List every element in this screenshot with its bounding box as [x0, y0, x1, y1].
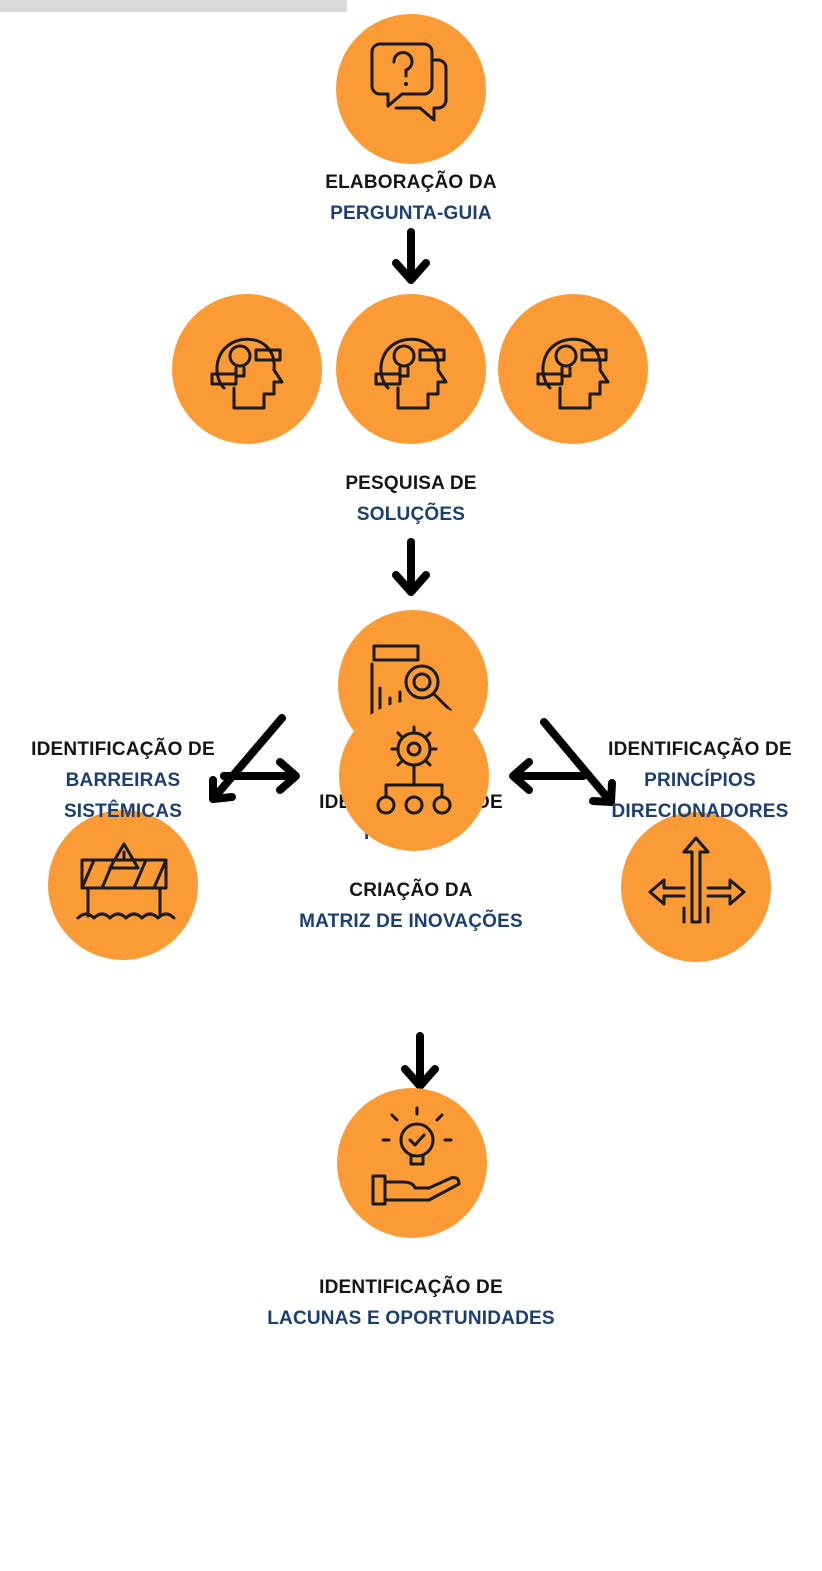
step-lacunas-line1: IDENTIFICAÇÃO DE: [319, 1277, 503, 1298]
step-principios-label: IDENTIFICAÇÃO DE PRINCÍPIOS DIRECIONADOR…: [578, 734, 822, 827]
step-matriz-line1: CRIAÇÃO DA: [349, 880, 473, 901]
arrow-diag-right: [540, 718, 616, 806]
head-idea-icon: [210, 337, 284, 410]
step-barreiras-label: IDENTIFICAÇÃO DE BARREIRAS SISTÊMICAS: [0, 734, 246, 827]
step-barreiras-line2: BARREIRAS: [65, 770, 181, 791]
step-barreiras-line1: IDENTIFICAÇÃO DE: [31, 739, 215, 760]
step-pergunta-circle: [336, 14, 486, 164]
step-matriz-circle: [339, 701, 489, 851]
step-solucoes-label: PESQUISA DE SOLUÇÕES: [260, 468, 562, 530]
step-principios-circle: [621, 812, 771, 962]
step-lacunas-circle: [337, 1088, 487, 1238]
arrow-diag-left: [209, 714, 286, 803]
top-bar: [0, 0, 347, 12]
step-principios-line2: PRINCÍPIOS: [644, 770, 756, 791]
step-lacunas-label: IDENTIFICAÇÃO DE LACUNAS E OPORTUNIDADES: [200, 1272, 622, 1334]
arrow-down-3: [401, 1032, 439, 1090]
hand-lightbulb-icon: [371, 1106, 461, 1206]
barrier-warning-icon: [76, 842, 176, 920]
step-principios-line1: IDENTIFICAÇÃO DE: [608, 739, 792, 760]
step-barreiras-circle: [48, 810, 198, 960]
step-matriz-label: CRIAÇÃO DA MATRIZ DE INOVAÇÕES: [260, 875, 562, 937]
direction-arrows-icon: [648, 836, 746, 924]
gear-hierarchy-icon: [376, 725, 452, 815]
arrow-down-2: [392, 538, 430, 596]
step-solucoes-line2: SOLUÇÕES: [356, 504, 466, 525]
arrow-down-1: [392, 228, 430, 284]
head-idea-icon: [374, 337, 448, 410]
step-solucoes-circle-1: [172, 294, 322, 444]
step-lacunas-line2: LACUNAS E OPORTUNIDADES: [267, 1308, 555, 1329]
step-pergunta-line1: ELABORAÇÃO DA: [325, 172, 497, 193]
step-solucoes-line1: PESQUISA DE: [345, 473, 477, 494]
step-solucoes-circle-3: [498, 294, 648, 444]
step-solucoes-circle-2: [336, 294, 486, 444]
question-chat-icon: [370, 42, 448, 122]
step-barreiras-line3: SISTÊMICAS: [63, 801, 183, 822]
step-pergunta-label: ELABORAÇÃO DA PERGUNTA-GUIA: [260, 167, 562, 229]
step-matriz-line2: MATRIZ DE INOVAÇÕES: [299, 911, 523, 932]
step-pergunta-line2: PERGUNTA-GUIA: [330, 203, 492, 224]
step-principios-line3: DIRECIONADORES: [611, 801, 789, 822]
head-idea-icon: [536, 337, 610, 410]
